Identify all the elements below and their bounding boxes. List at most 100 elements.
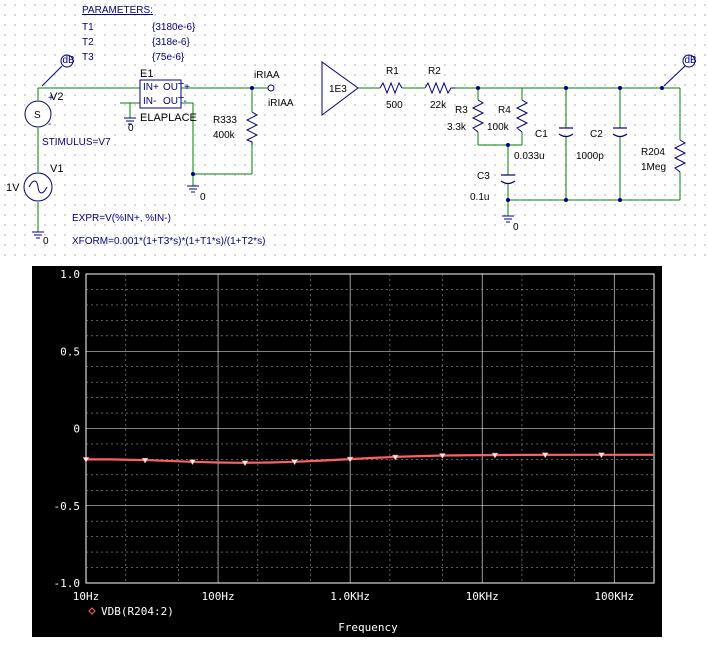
svg-text:dB: dB [685, 55, 698, 66]
y-tick-label: 0 [73, 423, 80, 436]
x-tick-label: 10KHz [466, 590, 499, 603]
x-tick-label: 100KHz [594, 590, 634, 603]
junction-dots [191, 86, 664, 202]
x-tick-labels: 10Hz 100Hz 1.0KHz 10KHz 100KHz [73, 590, 634, 603]
net-label-iriaa: iRIAA [268, 98, 294, 109]
c1-label: C1 [535, 129, 548, 140]
v1-source[interactable] [23, 172, 53, 202]
r2-resistor[interactable] [424, 81, 455, 95]
ground-label-e1: 0 [128, 123, 134, 134]
c2-capacitor[interactable] [612, 127, 628, 138]
param-t2-value[interactable]: {318e-6} [152, 37, 190, 48]
r2-label: R2 [428, 66, 441, 77]
r1-resistor[interactable] [379, 81, 403, 95]
c3-value: 0.1u [470, 192, 489, 203]
param-t1-value[interactable]: {3180e-6} [152, 22, 196, 33]
series-point-marker [541, 452, 549, 459]
series-point-marker [438, 453, 446, 460]
e1-type: ELAPLACE [140, 112, 197, 124]
series-point-marker [241, 460, 249, 467]
ground-symbols [32, 117, 514, 239]
schematic-canvas[interactable]: PARAMETERS: T1 {3180e-6} T2 {318e-6} T3 … [0, 0, 708, 258]
r4-label: R4 [498, 105, 511, 116]
r3-resistor[interactable] [471, 99, 485, 133]
series-point-marker [346, 456, 354, 463]
param-t1-name: T1 [82, 22, 94, 33]
probe-plot: 1.0 0.5 0 -0.5 -1.0 10Hz 100Hz 1.0KHz 10KHz 100K… [54, 268, 655, 634]
y-tick-label: 1.0 [60, 268, 80, 281]
plot-grid [86, 274, 654, 583]
svg-text:-: - [48, 119, 51, 130]
iriaa-port[interactable] [267, 84, 275, 92]
series-point-marker [491, 452, 499, 459]
r1-label: R1 [386, 66, 399, 77]
series-line-vdb [86, 453, 654, 464]
r204-value: 1Meg [641, 162, 666, 173]
param-t2-name: T2 [82, 37, 94, 48]
x-tick-label: 100Hz [201, 590, 234, 603]
probe-marker-output[interactable]: dB [663, 54, 698, 87]
series-point-marker [189, 459, 196, 466]
svg-text:dB: dB [63, 55, 76, 66]
probe-marker-input[interactable]: dB [41, 54, 76, 87]
svg-text:IN+: IN+ [143, 82, 159, 93]
r2-value: 22k [430, 100, 447, 111]
v2-label: V2 [50, 91, 63, 103]
ground-label-r333: 0 [200, 192, 206, 203]
v2-source-symbol: S [34, 110, 41, 121]
e1-expr[interactable]: EXPR=V(%IN+, %IN-) [72, 213, 171, 224]
series-point-marker [391, 454, 399, 461]
net-label-iriaa-top: iRIAA [254, 70, 280, 81]
series-layer [82, 452, 654, 467]
y-tick-label: -1.0 [54, 577, 81, 590]
stimulus-label: STIMULUS=V7 [42, 137, 111, 148]
c2-value: 1000p [576, 151, 604, 162]
r333-label: R333 [213, 115, 237, 126]
r1-value: 500 [386, 100, 403, 111]
svg-text:OUT-: OUT- [163, 96, 187, 107]
x-axis-title: Frequency [338, 621, 398, 634]
gain-label: 1E3 [329, 84, 347, 95]
x-tick-label: 1.0KHz [330, 590, 370, 603]
series-point-marker [291, 459, 299, 466]
series-point-marker [598, 452, 605, 459]
svg-text:+: + [48, 93, 54, 104]
r333-value: 400k [213, 130, 236, 141]
ground-label-c3: 0 [513, 222, 519, 233]
c3-capacitor[interactable] [500, 174, 516, 185]
e1-xform[interactable]: XFORM=0.001*(1+T3*s)*(1+T1*s)/(1+T2*s) [72, 236, 265, 247]
y-tick-labels: 1.0 0.5 0 -0.5 -1.0 [54, 268, 81, 590]
gain-amplifier[interactable] [321, 61, 359, 116]
probe-plot-window[interactable]: 1.0 0.5 0 -0.5 -1.0 10Hz 100Hz 1.0KHz 10KHz 100K… [32, 266, 662, 637]
r3-label: R3 [455, 105, 468, 116]
r4-resistor[interactable] [515, 99, 529, 133]
r3-value: 3.3k [447, 122, 467, 133]
series-point-marker [82, 457, 90, 463]
schematic-drawing: PARAMETERS: T1 {3180e-6} T2 {318e-6} T3 … [6, 5, 698, 247]
e1-label: E1 [140, 68, 153, 80]
legend-marker [88, 607, 96, 615]
param-t3-name: T3 [82, 52, 94, 63]
param-t3-value[interactable]: {75e-6} [152, 52, 185, 63]
y-tick-label: -0.5 [54, 500, 81, 513]
svg-text:IN-: IN- [143, 96, 156, 107]
y-tick-label: 0.5 [60, 345, 80, 358]
c1-value: 0.033u [514, 151, 545, 162]
r4-value: 100k [487, 122, 510, 133]
svg-text:OUT+: OUT+ [163, 82, 190, 93]
r204-resistor[interactable] [673, 139, 687, 173]
r333-resistor[interactable] [245, 111, 259, 145]
plot-legend[interactable]: VDB(R204:2) [88, 605, 174, 618]
parameters-header: PARAMETERS: [82, 5, 153, 16]
x-tick-label: 10Hz [73, 590, 100, 603]
ground-label-v1: 0 [43, 236, 49, 247]
legend-series-name: VDB(R204:2) [101, 605, 174, 618]
c2-label: C2 [590, 129, 603, 140]
r204-label: R204 [641, 147, 665, 158]
v1-label: V1 [50, 163, 63, 175]
c1-capacitor[interactable] [558, 127, 574, 138]
series-point-marker [141, 457, 149, 464]
v1-value: 1V [6, 182, 20, 194]
e1-elaplace-block[interactable]: IN+ IN- OUT+ OUT- [139, 79, 190, 109]
v2-source[interactable]: S + - [24, 93, 54, 130]
